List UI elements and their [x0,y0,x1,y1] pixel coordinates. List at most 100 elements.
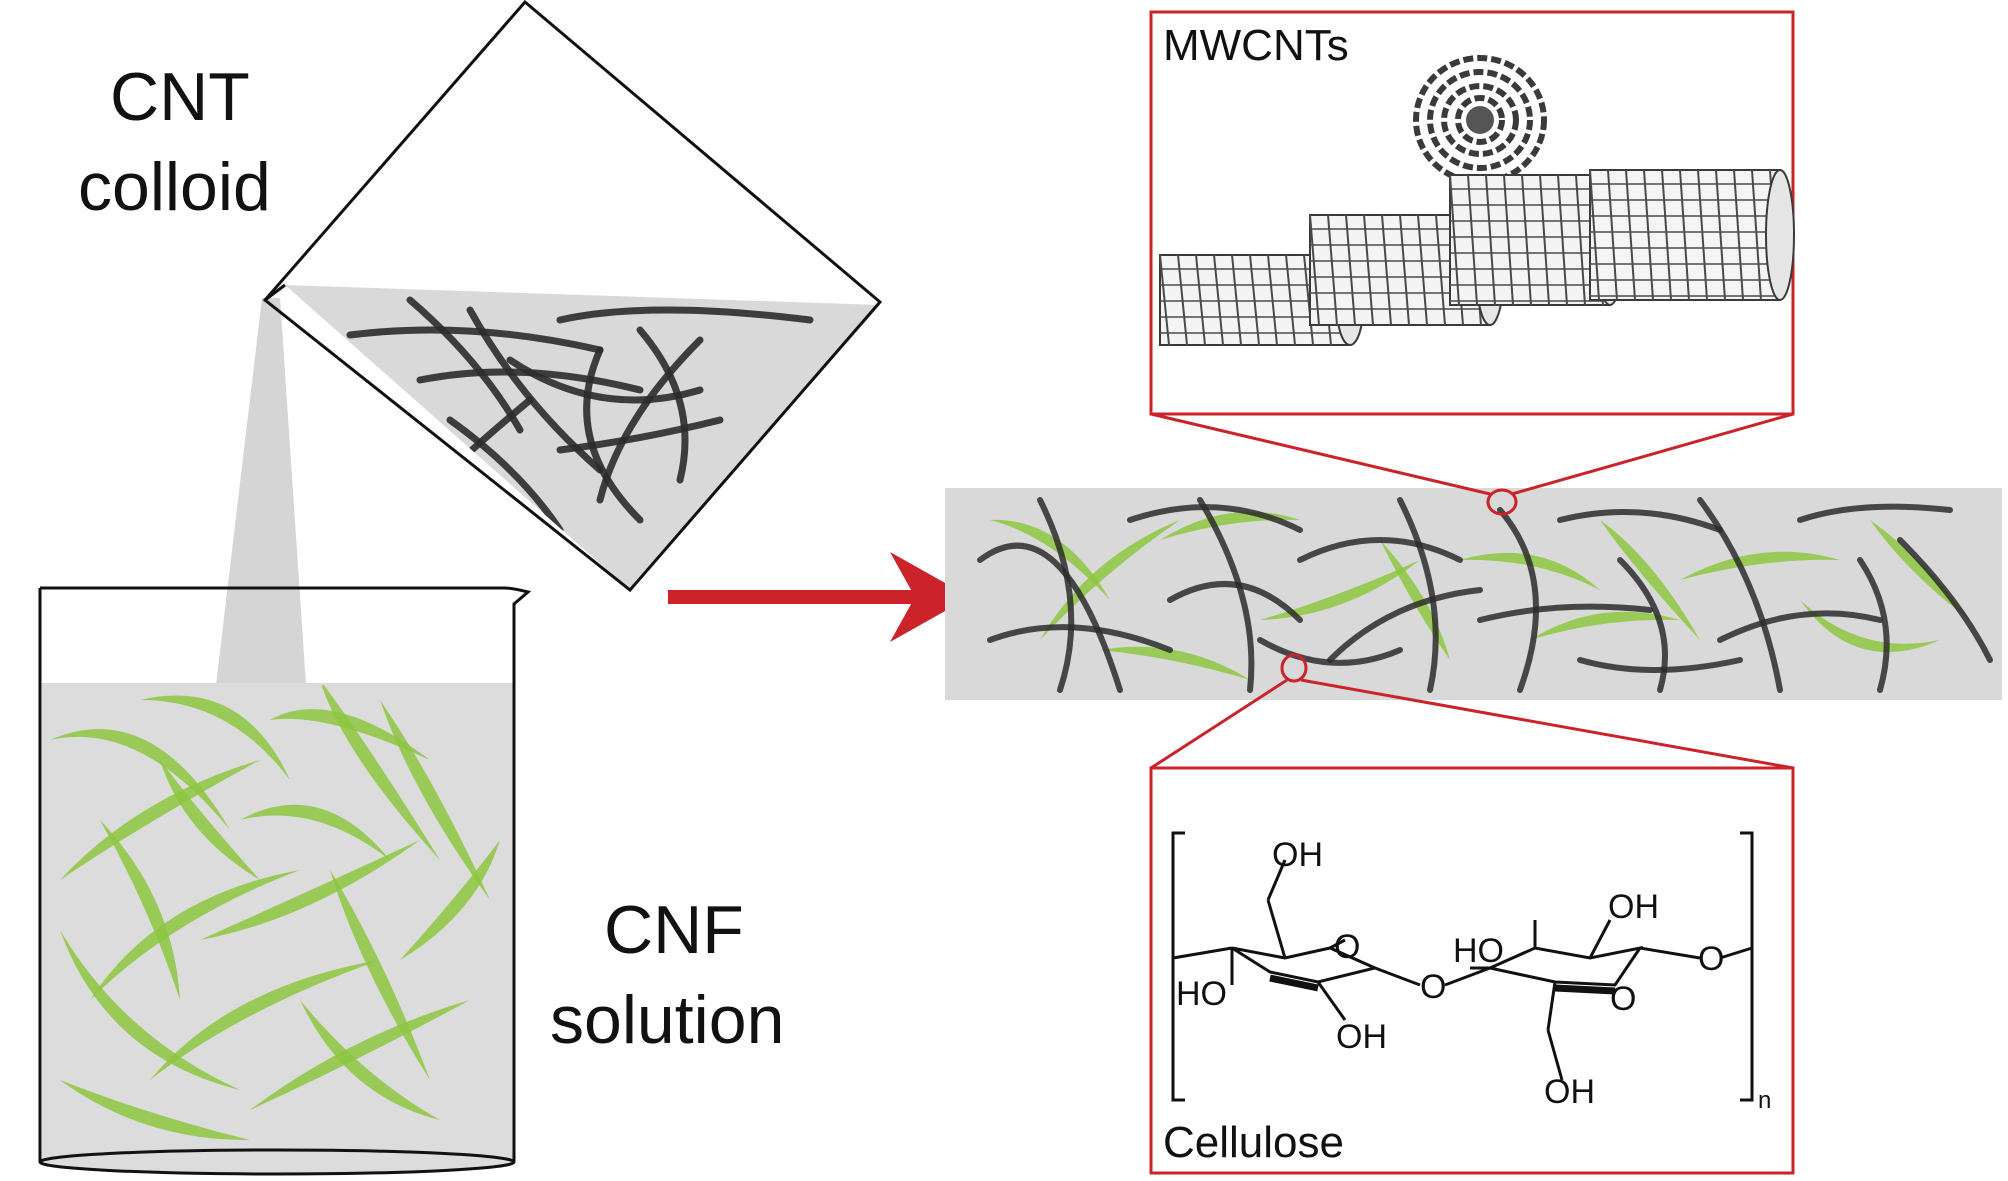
cnt-fiber-2 [466,306,604,474]
tilted-container [262,0,883,593]
beaker-outline [38,586,532,1162]
cnf-fibers [50,685,500,1141]
cnf-fiber-10 [250,1000,470,1110]
cellulose-box [1149,766,1795,1175]
mwcnt-end-core [1466,106,1494,134]
composite-cnt-5 [1197,497,1255,693]
composite-cnt-16 [1857,557,1890,693]
cnf-solution-label-line2: solution [550,982,784,1058]
mwcnt-mesh-a [1697,169,1708,301]
beaker [38,586,532,1176]
zoom-lines [1150,412,1794,770]
mwcnt-mesh-a [1177,254,1188,346]
composite-cnt-14 [1717,610,1883,643]
mwcnt-mesh-a [1679,169,1690,301]
composite-cnt-12 [1617,557,1668,693]
beaker-base [38,1148,516,1176]
mwcnt-mesh-a [1231,254,1242,346]
mwcnt-mesh-a [1733,169,1744,301]
atom-ho-2: HO [1453,932,1504,970]
composite-background [945,488,2002,700]
cellulose-structure [1171,831,1754,1102]
mwcnt-mesh-a [1485,174,1496,306]
mwcnt-label: MWCNTs [1163,21,1349,70]
composite-cnf-8 [1800,600,1940,653]
composite-cnf-0 [990,519,1110,600]
cnf-fiber-3 [321,685,440,860]
cnf-solution-label-line1: CNF [604,892,744,968]
atom-oh-1: OH [1272,836,1323,874]
mwcnt-mesh-a [1467,174,1478,306]
mwcnt-mesh-a [1381,214,1392,326]
composite-cnt-7 [1327,587,1483,663]
mwcnt-mesh-a [1285,254,1296,346]
composite-cnt-15 [1797,503,1953,523]
mwcnt-mesh-a [1309,214,1320,326]
zoom-marker-mwcnt [1486,488,1518,516]
atom-oh-3: OH [1608,888,1659,926]
zoom-marker-cellulose [1280,653,1308,683]
right-bracket [1740,831,1754,1102]
polymer-subscript: n [1758,1087,1771,1114]
cnf-fiber-12 [380,700,490,900]
atom-ho-1: HO [1176,975,1227,1013]
mwcnt-mesh-a [1345,214,1356,326]
atom-o-ring-right: O [1610,980,1636,1018]
cnt-fiber-3 [556,306,814,324]
composite-cnt-18 [1257,637,1403,666]
mwcnt-mesh-a [1159,254,1170,346]
atom-o-terminal: O [1698,940,1724,978]
container-spout [264,283,286,302]
mwcnt-mesh-a [1661,169,1672,301]
cnf-fiber-1 [140,695,290,780]
mwcnt-mesh-a [1607,169,1618,301]
cellulose-atoms: OH O HO OH O HO OH O O OH n [1176,836,1771,1114]
composite-cnf-4 [1380,540,1450,660]
cnt-colloid-label-line2: colloid [78,149,271,225]
composite-cnt-10 [1477,603,1653,623]
pouring-stream [216,298,306,685]
cnt-fiber-10 [596,336,704,504]
mwcnt-mesh-a [1327,214,1338,326]
mwcnt-end-view [1413,55,1547,185]
composite-cnf-11 [1530,611,1680,640]
composite-cnt-6 [1297,537,1463,563]
cnt-fibers [346,296,814,534]
mwcnt-mesh-a [1503,174,1514,306]
atom-oh-4: OH [1544,1073,1595,1111]
composite-cnt-8 [1397,497,1439,693]
mwcnt-tube-end-3 [1765,169,1795,301]
mwcnt-mesh-a [1589,169,1600,301]
composite-cnf-10 [1100,646,1250,680]
atom-o-bridge: O [1420,968,1446,1006]
mwcnt-mesh-a [1557,174,1568,306]
composite-cnt-13 [1697,497,1783,693]
atom-oh-2: OH [1336,1018,1387,1056]
mwcnt-mesh-a [1539,174,1550,306]
cnf-fiber-13 [240,804,390,860]
composite-cnt-19 [1577,657,1743,673]
cnt-fiber-9 [446,416,564,534]
cellulose-inset: Cellulose [1149,766,1795,1175]
mwcnt-mesh-a [1303,254,1314,346]
mwcnt-mesh-a [1751,169,1762,301]
composite-cnt-11 [1557,509,1723,533]
mwcnt-mesh-a [1417,214,1428,326]
left-bracket [1171,831,1185,1102]
cellulose-label: Cellulose [1163,1118,1344,1167]
mwcnt-mesh-a [1249,254,1260,346]
composite-cnt-17 [1897,537,1993,663]
composite-cnf-6 [1600,520,1700,640]
composite-film [945,488,2002,700]
mwcnt-side-view [1159,169,1795,346]
mwcnt-end-ring-1 [1427,69,1533,171]
composite-cnt-2 [1037,497,1075,693]
cnt-fiber-5 [583,346,644,524]
mwcnt-end-ring-3 [1455,95,1505,145]
mwcnt-inset: MWCNTs [1149,10,1795,416]
mwcnt-mesh-a [1625,169,1636,301]
mwcnt-mesh-a [1643,169,1654,301]
mwcnt-mesh-a [1363,214,1374,326]
mwcnt-mesh-a [1521,174,1532,306]
